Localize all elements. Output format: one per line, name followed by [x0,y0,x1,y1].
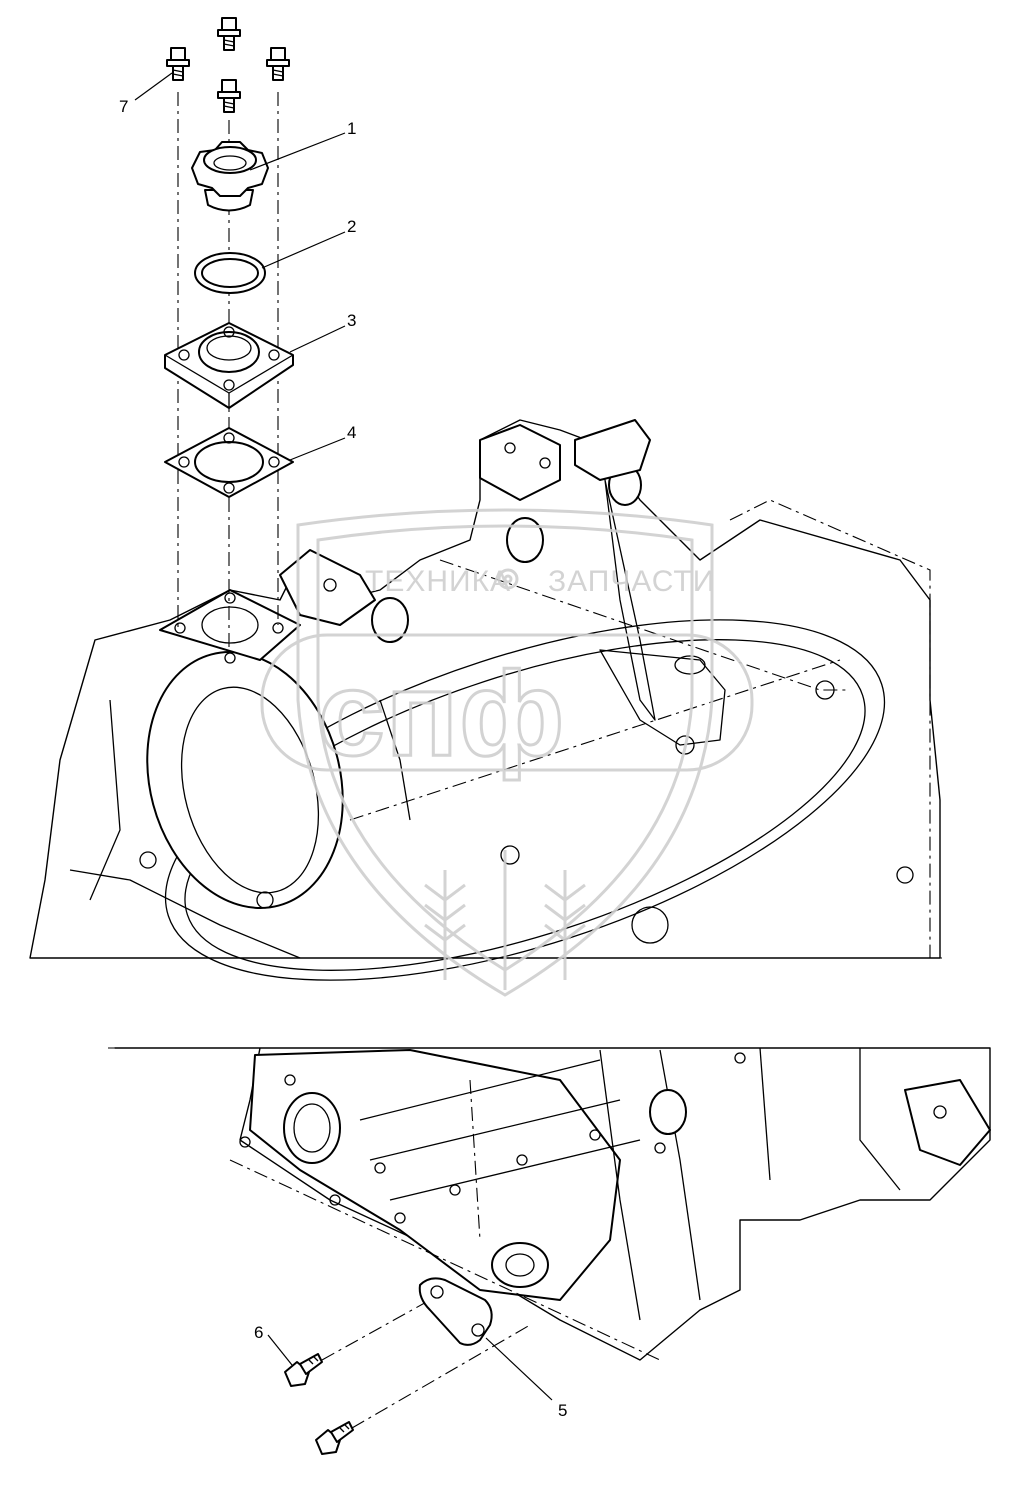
bolt-icon [166,47,190,81]
callout-7: 7 [119,97,128,116]
callout-6: 6 [254,1323,263,1342]
engine-block-drawing [108,1047,991,1361]
callout-5: 5 [558,1401,567,1420]
watermark-logo-letters: спф [318,647,565,781]
bolt-icon [217,17,241,51]
watermark-text-right: ЗАПЧАСТИ [548,565,715,598]
gear-icon [497,568,519,590]
filler-cap [191,141,269,212]
bolt-icon [284,1353,323,1387]
bolt-icon [217,79,241,113]
watermark-text-left: ТЕХНИКА [365,565,511,598]
bolt-icon [266,47,290,81]
bolt-6-group [284,1353,354,1455]
flange-gasket [164,427,294,498]
watermark-logo: ТЕХНИКА ЗАПЧАСТИ спф [260,508,754,997]
bolt-icon [315,1421,354,1455]
cover-plate [418,1277,493,1346]
callout-2: 2 [347,217,356,236]
callout-3: 3 [347,311,356,330]
callout-labels: 1 2 3 4 5 6 7 [119,97,567,1420]
callout-4: 4 [347,423,356,442]
filler-flange [164,322,294,409]
callout-1: 1 [347,119,356,138]
o-ring [194,252,266,294]
bolt-7-group [166,17,290,113]
wheat-icon [424,850,586,990]
leader-lines [134,72,553,1401]
